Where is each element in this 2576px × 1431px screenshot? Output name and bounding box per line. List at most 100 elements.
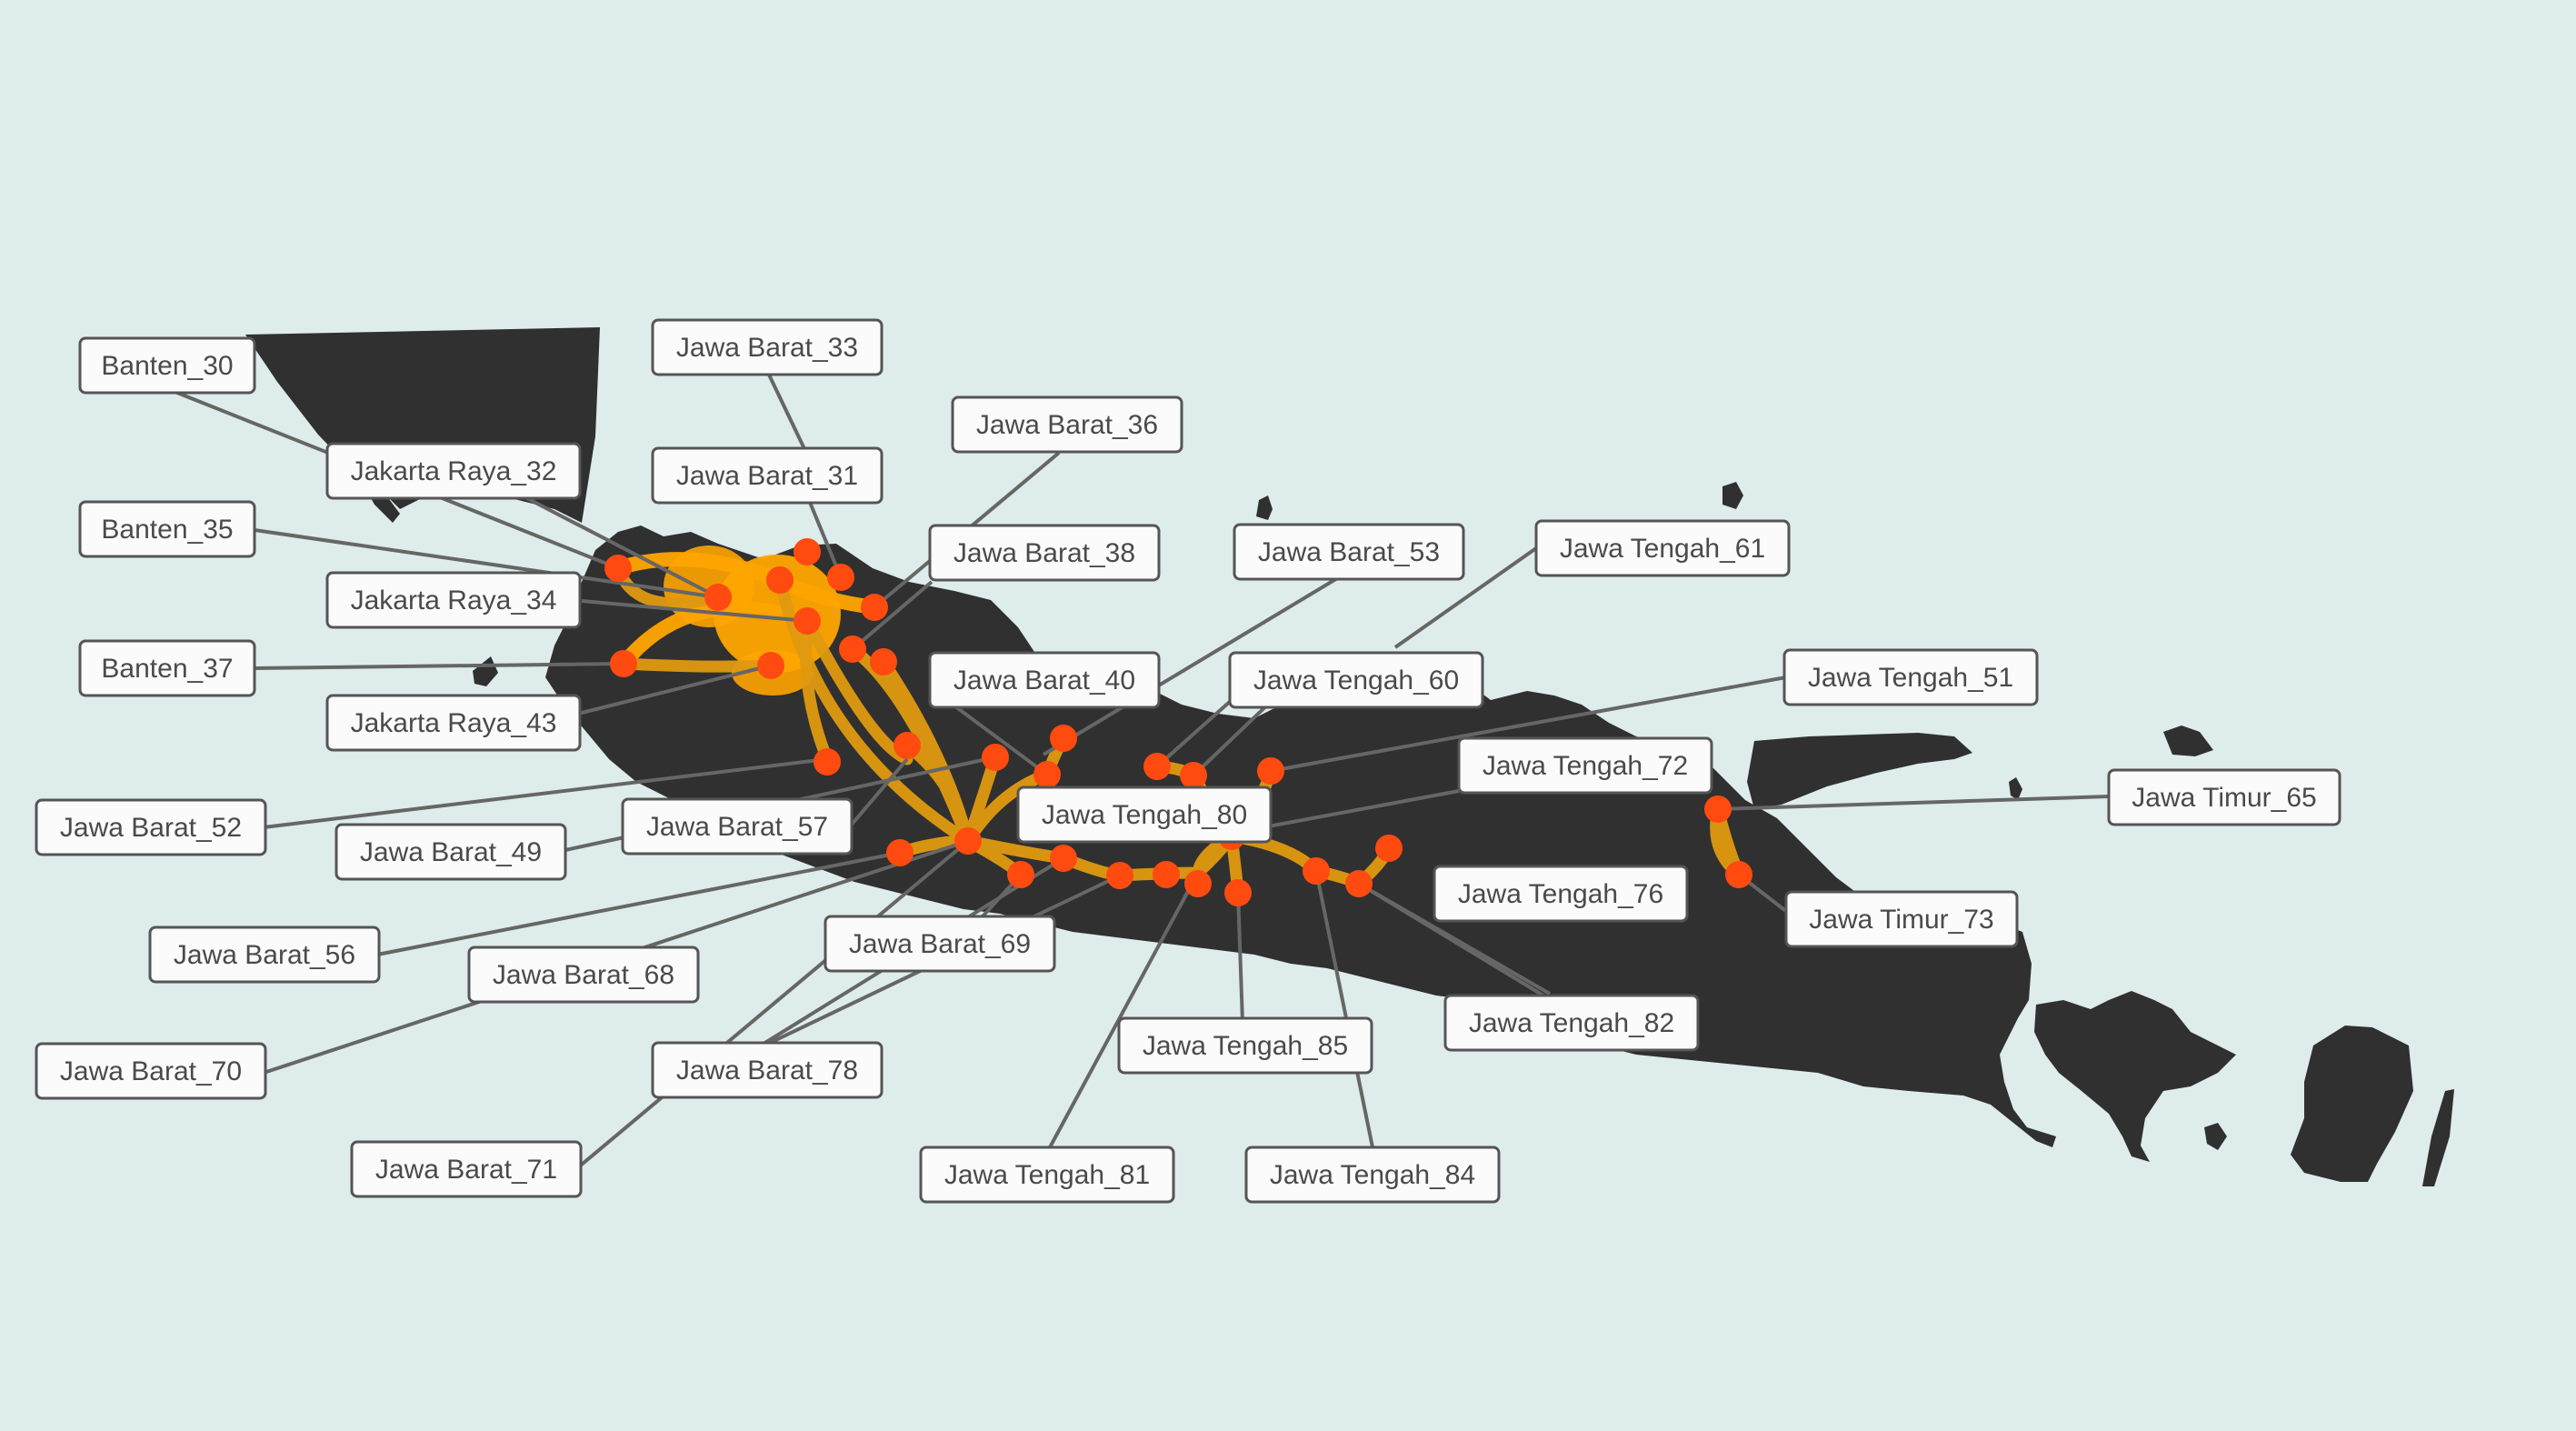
svg-text:Jakarta Raya_32: Jakarta Raya_32 (351, 456, 557, 486)
label-banten-35[interactable]: Banten_35 (78, 500, 256, 558)
node-jawa-tengah-60 (1143, 753, 1171, 780)
label-layer: Banten_30 Jakarta Raya_32 Banten_35 Jaka… (35, 318, 2341, 1204)
leader-line (254, 528, 719, 599)
label-jawa-barat-56[interactable]: Jawa Barat_56 (148, 926, 381, 984)
bawean-islet (1256, 495, 1273, 520)
label-jawa-barat-38[interactable]: Jawa Barat_38 (928, 524, 1161, 582)
leader-line (376, 851, 901, 956)
leader-line (807, 499, 843, 578)
svg-text:Jawa Barat_53: Jawa Barat_53 (1258, 537, 1440, 567)
node-jawa-tengah-72 (1303, 857, 1330, 885)
svg-text:Jawa Tengah_82: Jawa Tengah_82 (1469, 1008, 1674, 1038)
svg-text:Jakarta Raya_43: Jakarta Raya_43 (351, 708, 557, 738)
label-jawa-tengah-81[interactable]: Jawa Tengah_81 (919, 1146, 1175, 1204)
leader-line (1358, 882, 1551, 996)
label-jawa-tengah-85[interactable]: Jawa Tengah_85 (1117, 1016, 1373, 1075)
leader-line (263, 757, 828, 829)
svg-text:Jawa Barat_69: Jawa Barat_69 (849, 929, 1031, 959)
label-jawa-tengah-82[interactable]: Jawa Tengah_82 (1443, 994, 1700, 1052)
label-jakarta-raya-43[interactable]: Jakarta Raya_43 (325, 694, 582, 752)
svg-text:Jawa Tengah_81: Jawa Tengah_81 (944, 1160, 1150, 1190)
label-jakarta-raya-34[interactable]: Jakarta Raya_34 (325, 571, 582, 629)
label-jawa-barat-49[interactable]: Jawa Barat_49 (334, 823, 567, 881)
svg-text:Banten_37: Banten_37 (101, 654, 233, 684)
madura-east-islet (2009, 777, 2022, 800)
label-jawa-barat-70[interactable]: Jawa Barat_70 (35, 1042, 267, 1100)
node-jawa-timur-73 (1725, 861, 1752, 888)
svg-text:Jawa Barat_57: Jawa Barat_57 (646, 812, 828, 842)
edge (617, 657, 777, 673)
node-jawa-barat-40 (870, 648, 897, 675)
label-jawa-tengah-80[interactable]: Jawa Tengah_80 (1016, 786, 1273, 844)
label-jawa-barat-68[interactable]: Jawa Barat_68 (467, 946, 700, 1004)
leader-line (1155, 698, 1233, 768)
svg-text:Jawa Barat_36: Jawa Barat_36 (976, 410, 1158, 440)
leader-line (575, 839, 970, 1170)
leader-line (254, 662, 624, 670)
label-jawa-timur-73[interactable]: Jawa Timur_73 (1784, 890, 2019, 948)
node-jawa-barat-38 (839, 635, 866, 663)
node-jawa-tengah-61 (1180, 762, 1207, 789)
svg-text:Jakarta Raya_34: Jakarta Raya_34 (351, 585, 557, 615)
svg-text:Jawa Barat_52: Jawa Barat_52 (60, 813, 242, 843)
label-jawa-barat-36[interactable]: Jawa Barat_36 (951, 395, 1183, 454)
svg-text:Jawa Tengah_51: Jawa Tengah_51 (1808, 663, 2013, 693)
leader-line (849, 757, 909, 827)
lombok-island (2291, 1026, 2413, 1182)
label-jawa-tengah-60[interactable]: Jawa Tengah_60 (1228, 651, 1484, 709)
label-jawa-barat-78[interactable]: Jawa Barat_78 (651, 1041, 884, 1099)
node-jawa-tengah-76 (1375, 835, 1403, 862)
edge (611, 552, 787, 587)
svg-text:Banten_30: Banten_30 (101, 351, 233, 381)
svg-text:Jawa Timur_73: Jawa Timur_73 (1809, 905, 1993, 935)
leader-line (1270, 675, 1787, 773)
node-jawa-barat-52 (894, 732, 921, 759)
node-jawa-barat-49 (814, 748, 841, 776)
node-jawa-tengah-81 (1184, 870, 1212, 897)
svg-text:Jawa Barat_56: Jawa Barat_56 (174, 940, 355, 970)
svg-text:Jawa Barat_71: Jawa Barat_71 (375, 1155, 557, 1185)
leader-line (1314, 870, 1374, 1148)
label-jawa-barat-53[interactable]: Jawa Barat_53 (1233, 523, 1465, 581)
label-jawa-barat-57[interactable]: Jawa Barat_57 (621, 797, 854, 856)
label-jawa-barat-31[interactable]: Jawa Barat_31 (651, 446, 884, 505)
leader-line (1263, 789, 1460, 829)
node-jawa-tengah-85 (1224, 879, 1252, 906)
label-jawa-tengah-72[interactable]: Jawa Tengah_72 (1457, 736, 1713, 795)
svg-text:Jawa Tengah_76: Jawa Tengah_76 (1458, 879, 1663, 909)
leader-line (517, 492, 719, 599)
label-jawa-barat-40[interactable]: Jawa Barat_40 (928, 651, 1161, 709)
karimunjawa-islet (1722, 482, 1743, 509)
kangean-islet (2163, 726, 2213, 756)
node-jawa-barat-69 (1007, 861, 1034, 888)
leader-line (1717, 795, 2110, 811)
node-jawa-barat-68 (886, 839, 914, 866)
label-jawa-barat-52[interactable]: Jawa Barat_52 (35, 798, 267, 856)
label-jawa-barat-71[interactable]: Jawa Barat_71 (350, 1140, 583, 1198)
svg-text:Jawa Barat_49: Jawa Barat_49 (360, 837, 542, 867)
node-jawa-barat-78 (1050, 845, 1077, 872)
svg-text:Banten_35: Banten_35 (101, 515, 233, 545)
label-jawa-barat-33[interactable]: Jawa Barat_33 (651, 318, 884, 376)
node-jawa-barat-53 (1050, 725, 1077, 752)
label-banten-30[interactable]: Banten_30 (78, 336, 256, 395)
node-jawa-tengah-51 (1257, 757, 1284, 785)
label-jawa-tengah-61[interactable]: Jawa Tengah_61 (1534, 519, 1791, 577)
node-jawa-barat-71 (1106, 862, 1133, 889)
node-jawa-timur-65 (1704, 796, 1732, 823)
svg-text:Jawa Tengah_72: Jawa Tengah_72 (1483, 751, 1688, 781)
svg-text:Jawa Barat_70: Jawa Barat_70 (60, 1056, 242, 1086)
node-jawa-tengah-82 (1345, 870, 1373, 897)
bali-island (2034, 991, 2236, 1162)
label-jawa-tengah-51[interactable]: Jawa Tengah_51 (1782, 648, 2039, 706)
label-jawa-tengah-84[interactable]: Jawa Tengah_84 (1244, 1146, 1501, 1204)
svg-text:Jawa Tengah_60: Jawa Tengah_60 (1253, 665, 1459, 695)
label-jawa-tengah-76[interactable]: Jawa Tengah_76 (1433, 865, 1689, 923)
label-jawa-timur-65[interactable]: Jawa Timur_65 (2107, 768, 2341, 826)
node-banten-35 (704, 584, 732, 611)
node-jakarta-raya-32 (766, 566, 794, 594)
label-banten-37[interactable]: Banten_37 (78, 639, 256, 697)
label-jawa-barat-69[interactable]: Jawa Barat_69 (824, 915, 1056, 973)
svg-text:Jawa Barat_38: Jawa Barat_38 (954, 538, 1135, 568)
label-jakarta-raya-32[interactable]: Jakarta Raya_32 (325, 442, 582, 500)
